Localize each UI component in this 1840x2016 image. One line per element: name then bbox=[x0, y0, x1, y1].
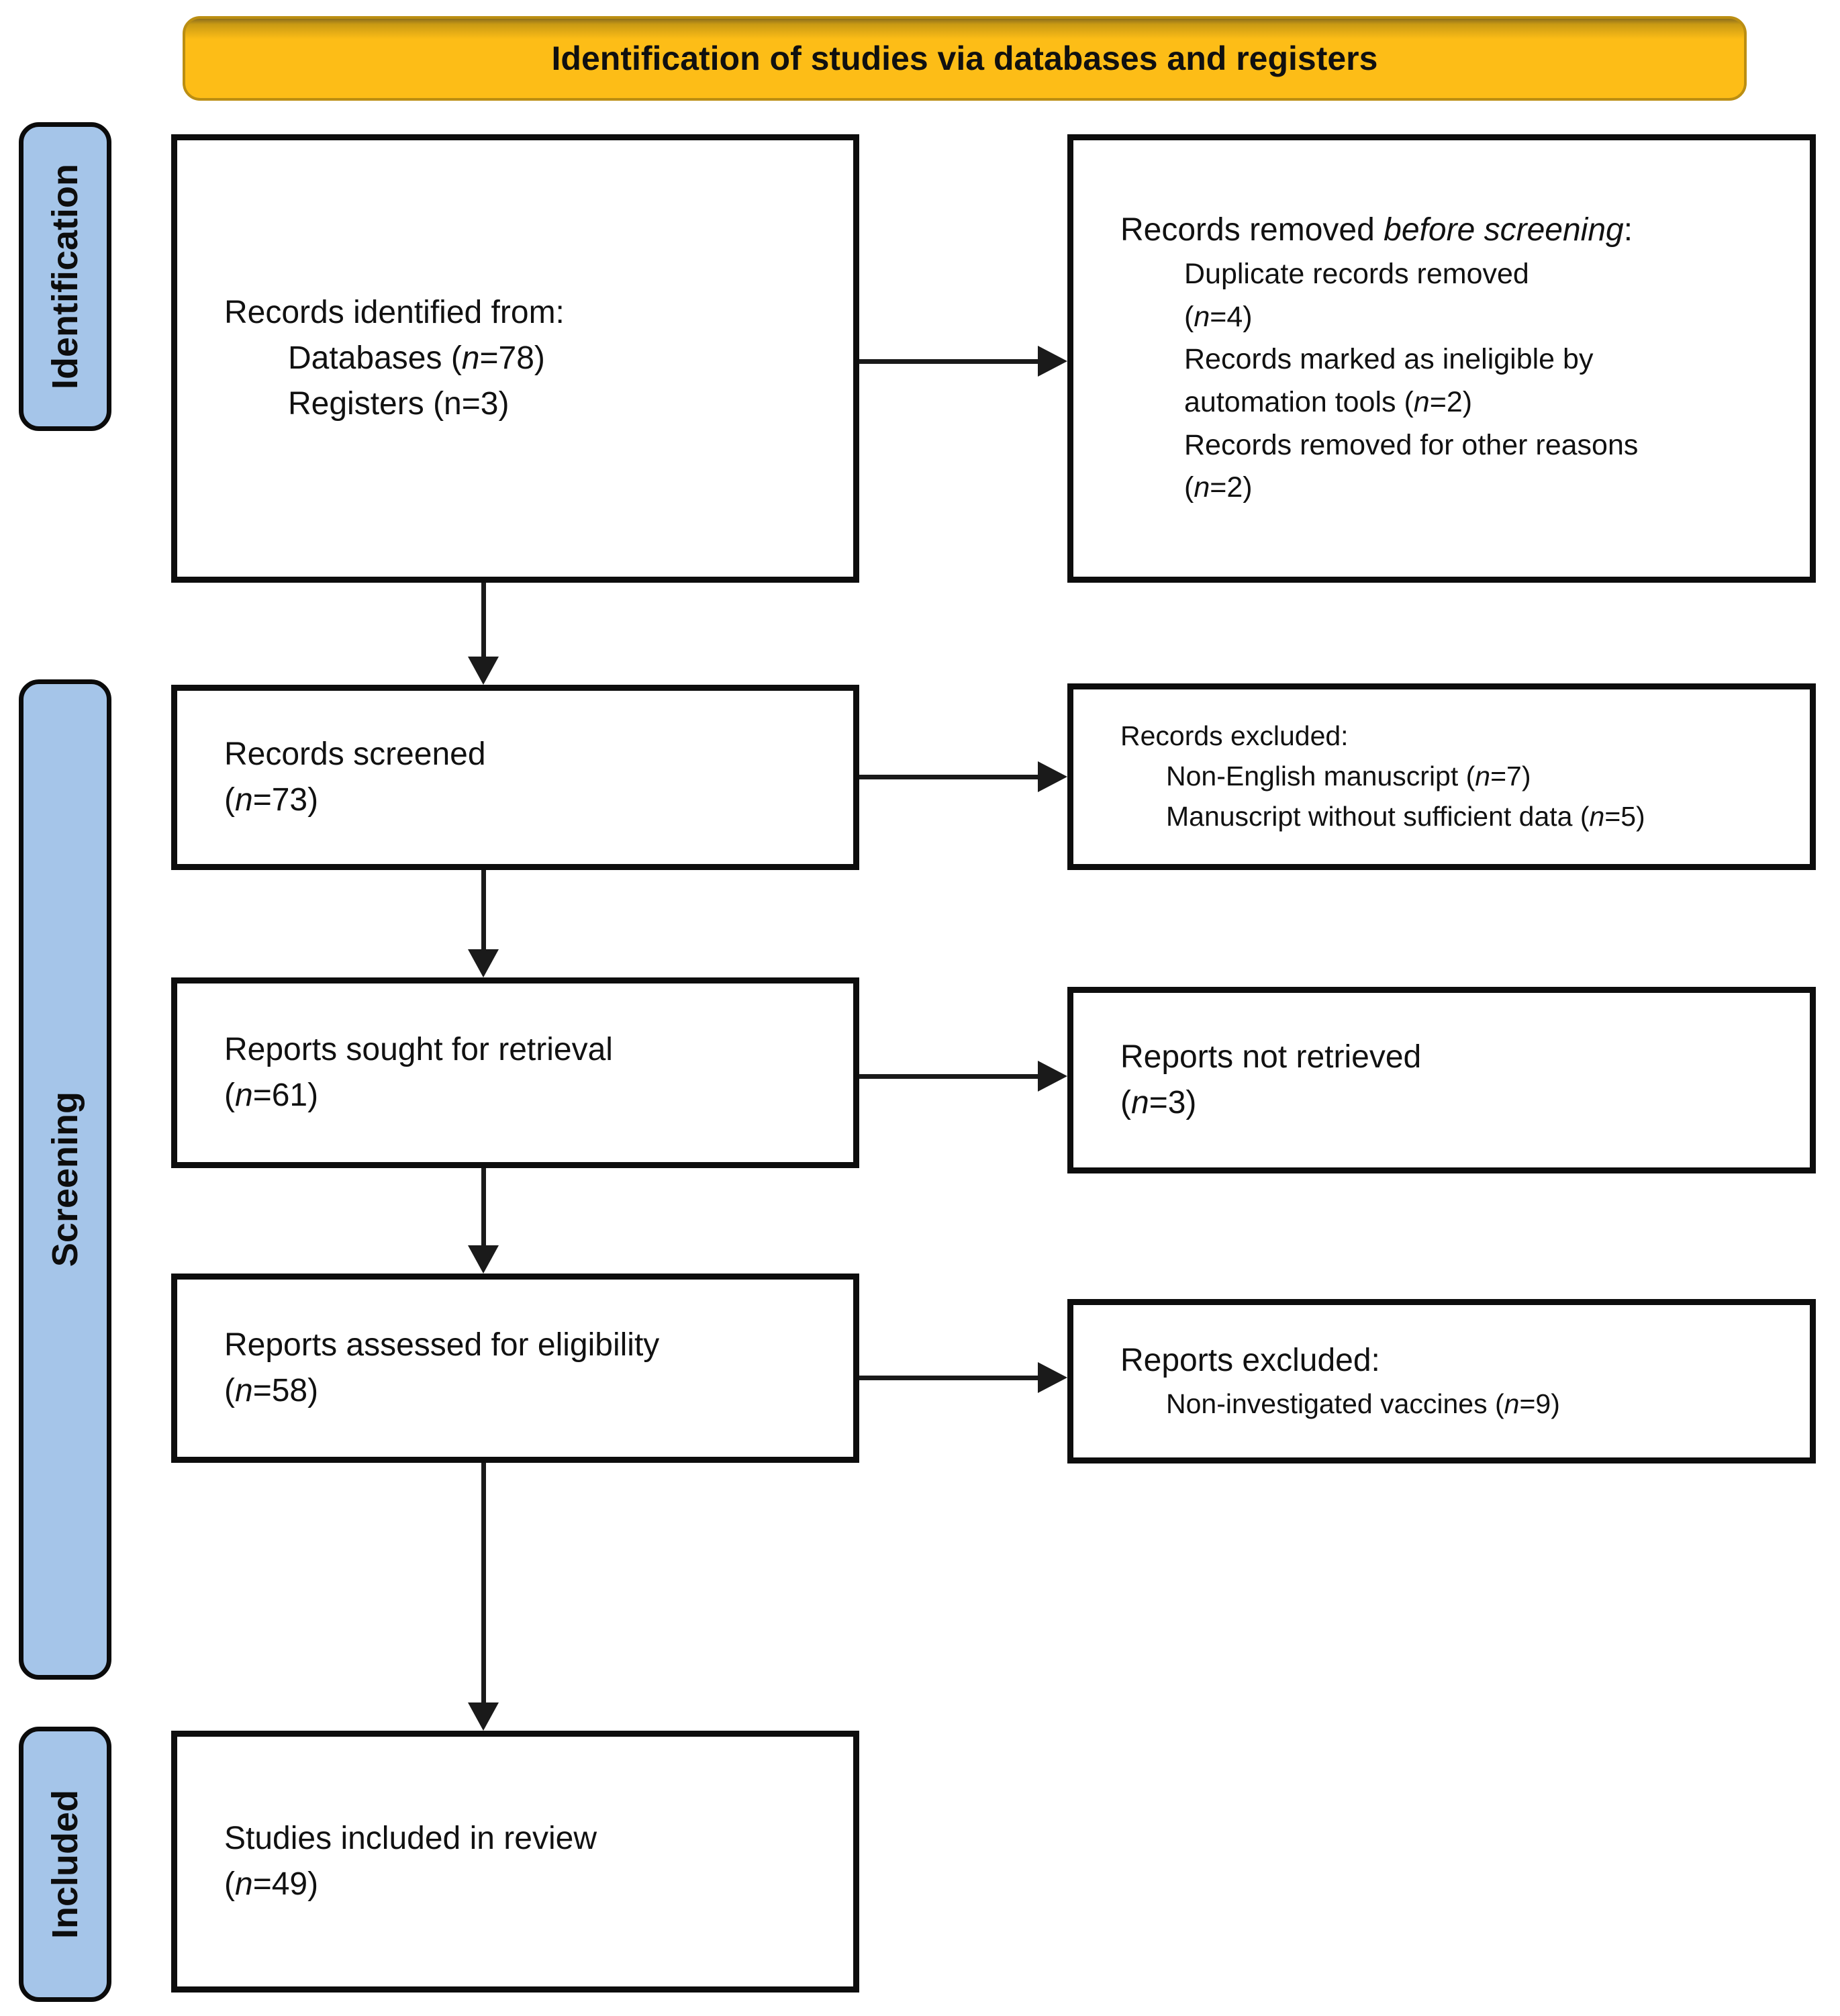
reports-sought-count: (n=61) bbox=[224, 1077, 319, 1113]
box-reports-sought: Reports sought for retrieval (n=61) bbox=[171, 977, 859, 1168]
reports-assessed-count: (n=58) bbox=[224, 1373, 319, 1408]
box-records-removed-before-screening: Records removed before screening: Duplic… bbox=[1067, 134, 1816, 583]
records-removed-ineligible-count: automation tools (n=2) bbox=[1184, 386, 1473, 419]
arrow-right-sought-to-not-retrieved-icon bbox=[859, 1061, 1067, 1092]
arrow-right-assessed-to-excluded-icon bbox=[859, 1362, 1067, 1393]
reports-sought-line: Reports sought for retrieval bbox=[224, 1031, 613, 1067]
box-records-excluded: Records excluded: Non-English manuscript… bbox=[1067, 683, 1816, 870]
reports-excluded-heading: Reports excluded: bbox=[1120, 1343, 1380, 1379]
reports-excluded-non-investigated: Non-investigated vaccines (n=9) bbox=[1166, 1388, 1560, 1419]
records-removed-duplicates: Duplicate records removed bbox=[1184, 258, 1529, 291]
records-screened-line: Records screened bbox=[224, 736, 486, 772]
arrow-down-sought-to-assessed-icon bbox=[468, 1168, 499, 1274]
banner-identification-of-studies: Identification of studies via databases … bbox=[183, 16, 1747, 101]
stage-label-screening: Screening bbox=[45, 1092, 85, 1267]
box-studies-included: Studies included in review (n=49) bbox=[171, 1731, 859, 1993]
box-reports-assessed: Reports assessed for eligibility (n=58) bbox=[171, 1274, 859, 1463]
records-excluded-non-english: Non-English manuscript (n=7) bbox=[1166, 761, 1531, 792]
records-excluded-insufficient-data: Manuscript without sufficient data (n=5) bbox=[1166, 800, 1645, 832]
reports-not-retrieved-count: (n=3) bbox=[1120, 1085, 1197, 1120]
records-identified-registers: Registers (n=3) bbox=[288, 386, 510, 422]
stage-label-included: Included bbox=[45, 1789, 85, 1939]
box-records-identified: Records identified from: Databases (n=78… bbox=[171, 134, 859, 583]
records-removed-other-reasons: Records removed for other reasons bbox=[1184, 428, 1639, 461]
studies-included-count: (n=49) bbox=[224, 1866, 319, 1902]
box-reports-excluded: Reports excluded: Non-investigated vacci… bbox=[1067, 1299, 1816, 1463]
stage-bar-screening: Screening bbox=[19, 679, 111, 1680]
records-identified-databases: Databases (n=78) bbox=[288, 340, 545, 376]
arrow-down-identified-to-screened-icon bbox=[468, 583, 499, 685]
stage-label-identification: Identification bbox=[45, 164, 85, 389]
records-removed-other-reasons-count: (n=2) bbox=[1184, 471, 1253, 504]
arrow-down-screened-to-sought-icon bbox=[468, 870, 499, 977]
banner-title: Identification of studies via databases … bbox=[551, 40, 1378, 77]
reports-assessed-line: Reports assessed for eligibility bbox=[224, 1327, 660, 1363]
records-removed-duplicates-count: (n=4) bbox=[1184, 300, 1253, 333]
box-records-screened: Records screened (n=73) bbox=[171, 685, 859, 870]
stage-bar-identification: Identification bbox=[19, 122, 111, 431]
records-screened-count: (n=73) bbox=[224, 782, 319, 818]
stage-bar-included: Included bbox=[19, 1727, 111, 2002]
arrow-right-identified-to-removed-icon bbox=[859, 346, 1067, 377]
box-reports-not-retrieved: Reports not retrieved (n=3) bbox=[1067, 987, 1816, 1173]
records-identified-title: Records identified from: bbox=[224, 294, 565, 330]
arrow-down-assessed-to-included-icon bbox=[468, 1463, 499, 1731]
studies-included-line: Studies included in review bbox=[224, 1820, 597, 1856]
records-removed-heading: Records removed before screening: bbox=[1120, 212, 1633, 248]
records-removed-ineligible: Records marked as ineligible by bbox=[1184, 343, 1594, 376]
arrow-right-screened-to-excluded-icon bbox=[859, 761, 1067, 792]
reports-not-retrieved-line: Reports not retrieved bbox=[1120, 1039, 1422, 1075]
records-excluded-heading: Records excluded: bbox=[1120, 720, 1349, 752]
